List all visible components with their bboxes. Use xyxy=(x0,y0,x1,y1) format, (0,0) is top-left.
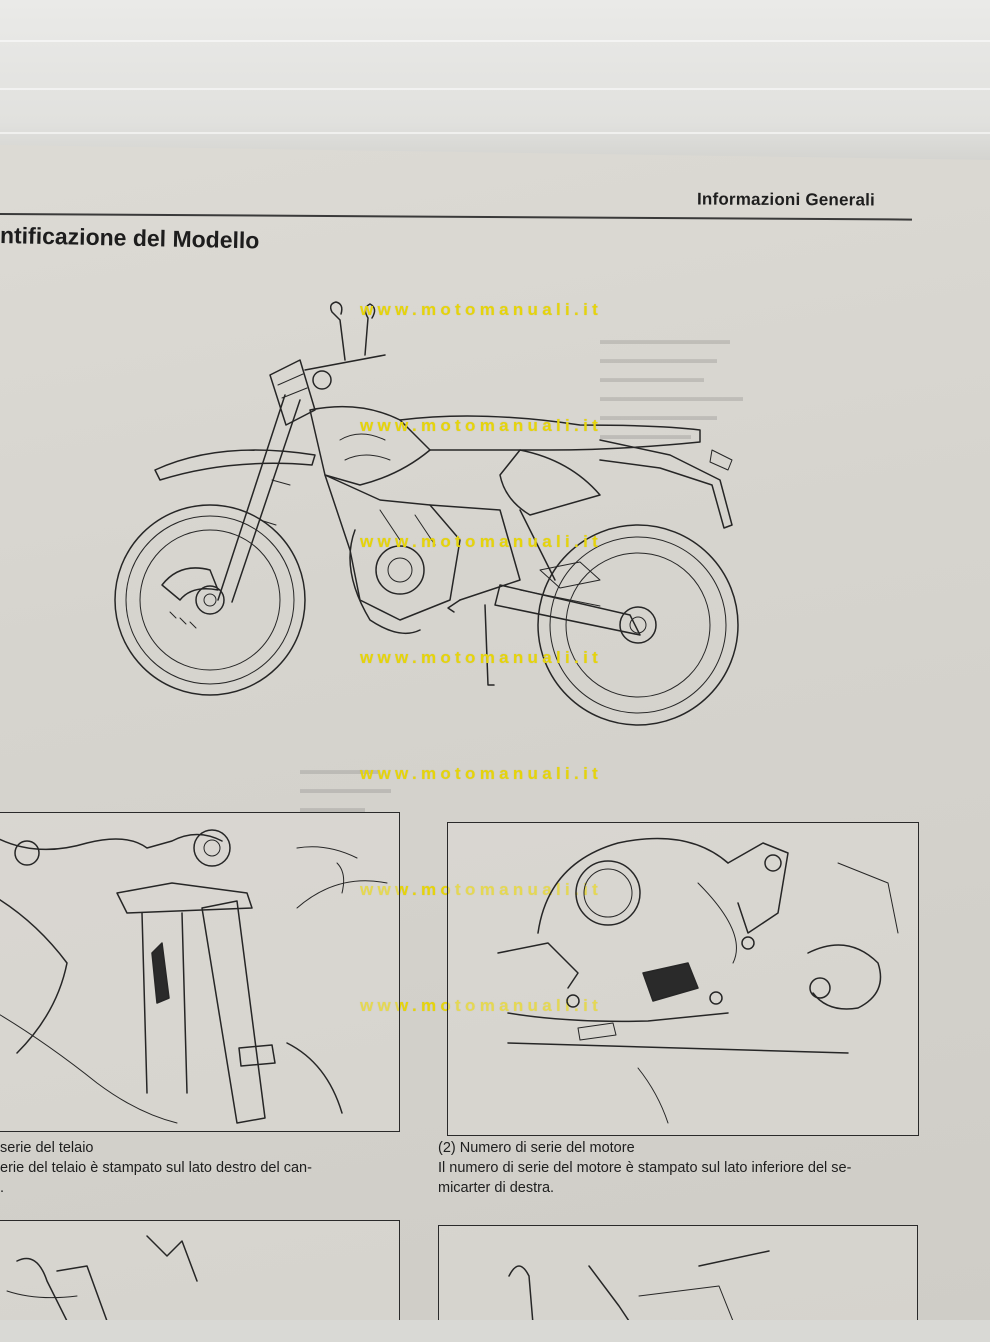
frame-caption-line3: . xyxy=(0,1180,5,1196)
engine-caption-line2: Il numero di serie del motore è stampato… xyxy=(438,1160,852,1176)
motorcycle-illustration xyxy=(114,301,739,726)
frame-caption-line2: erie del telaio è stampato sul lato dest… xyxy=(0,1160,312,1176)
engine-serial-figure xyxy=(447,822,919,1136)
watermark-text: www.motomanuali.it xyxy=(360,416,603,435)
watermark-text: www.motomanuali.it xyxy=(360,532,603,551)
watermark-text: www.motomanuali.it xyxy=(360,880,603,899)
frame-detail-drawing xyxy=(0,829,388,1124)
engine-caption-line1: (2) Numero di serie del motore xyxy=(438,1140,635,1156)
lower-left-figure xyxy=(0,1220,400,1320)
lower-left-drawing xyxy=(6,1235,198,1320)
watermark-text: www.motomanuali.it xyxy=(360,996,603,1015)
lower-right-figure xyxy=(438,1225,918,1320)
show-through-text: ▬▬▬▬▬▬ ▬▬▬▬▬▬▬ ▬▬▬▬▬ xyxy=(300,762,391,815)
engine-caption-line3: micarter di destra. xyxy=(438,1180,555,1196)
section-title: ntificazione del Modello xyxy=(0,222,260,254)
show-through-text: ▬▬▬▬▬▬▬▬▬▬ ▬▬▬▬▬▬▬▬▬ ▬▬▬▬▬▬▬▬ ▬▬▬▬▬▬▬▬▬▬… xyxy=(600,332,743,442)
page-header: Informazioni Generali xyxy=(696,189,876,210)
frame-serial-figure xyxy=(0,812,400,1132)
watermark-text: www.motomanuali.it xyxy=(360,648,603,667)
header-rule xyxy=(0,213,912,221)
watermark-text: www.motomanuali.it xyxy=(360,764,603,783)
lower-right-drawing xyxy=(508,1250,770,1320)
background-surface xyxy=(0,0,990,175)
frame-caption-line1: serie del telaio xyxy=(0,1140,94,1156)
engine-detail-drawing xyxy=(497,837,899,1124)
watermark-text: www.motomanuali.it xyxy=(360,300,603,319)
